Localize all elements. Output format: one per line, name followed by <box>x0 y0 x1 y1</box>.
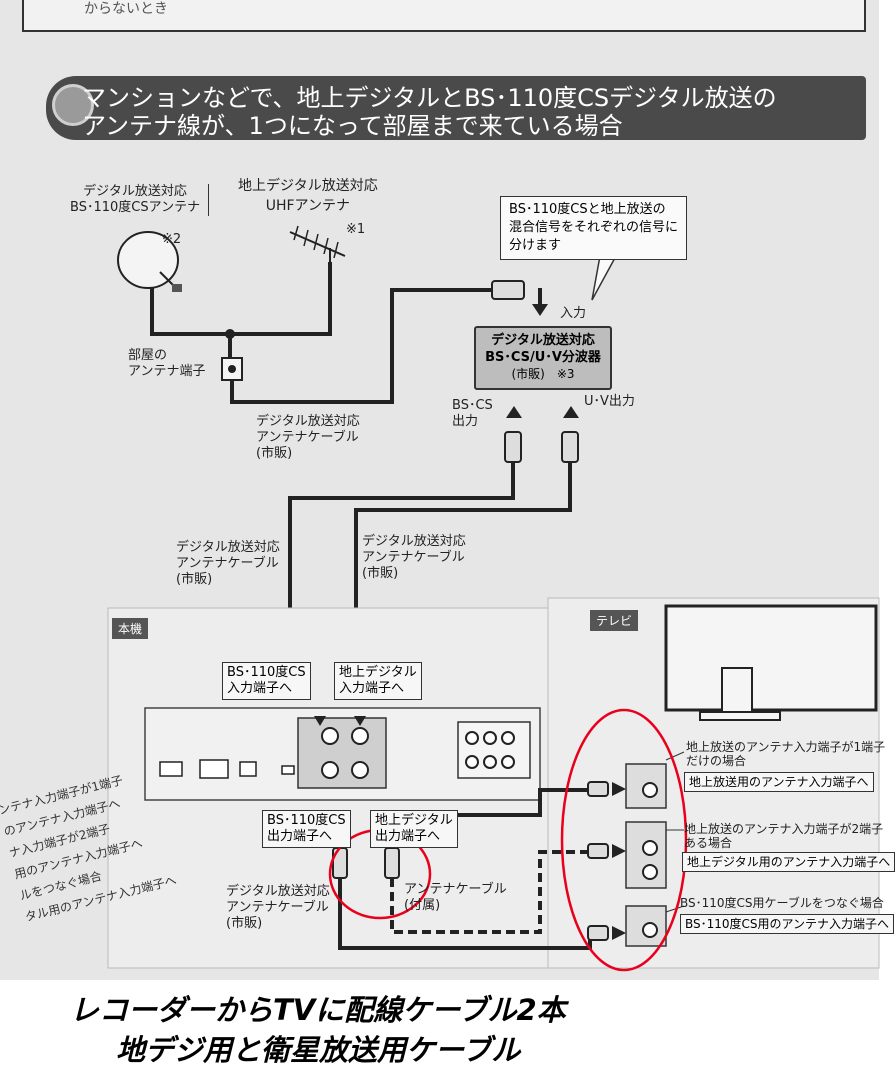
note-2: ※2 <box>162 232 182 247</box>
uhf-antenna-title: 地上デジタル放送対応 UHFアンテナ <box>238 178 378 214</box>
recorder-bs-output-label: BS･110度CS 出力端子へ <box>262 810 351 848</box>
wiring-diagram <box>107 225 880 972</box>
recorder-terr-output-label: 地上デジタル 出力端子へ <box>370 810 458 848</box>
cable-left-label: デジタル放送対応 アンテナケーブル (市販) <box>176 540 280 587</box>
section-header: マンションなどで、地上デジタルとBS･110度CSデジタル放送の アンテナ線が、… <box>46 76 866 140</box>
tv-case2-text: 地上放送のアンテナ入力端子が2端子 ある場合 <box>684 822 884 850</box>
tv-case1-text: 地上放送のアンテナ入力端子が1端子 だけの場合 <box>686 740 886 768</box>
recorder-bs-input-label: BS･110度CS 入力端子へ <box>222 662 311 700</box>
splitter-uv-output-label: U･V出力 <box>584 394 635 409</box>
splitter-device: デジタル放送対応 BS･CS/U･V分波器 (市販) ※3 <box>474 326 612 390</box>
splitter-input-plug-icon <box>491 280 525 300</box>
header-bullet-icon <box>52 84 94 126</box>
tv-illustration <box>664 604 878 721</box>
highlight-tv-inputs <box>560 708 688 972</box>
recorder-tag: 本機 <box>112 618 149 639</box>
splitter-bs-output-label: BS･CS 出力 <box>452 398 493 429</box>
bottom-cable-left-label: デジタル放送対応 アンテナケーブル (市販) <box>226 884 330 931</box>
tv-case1-box: 地上放送用のアンテナ入力端子へ <box>684 772 874 792</box>
uhf-antenna-icon <box>289 225 346 262</box>
splitter-input-label: 入力 <box>560 306 587 321</box>
tv-case2-box: 地上デジタル用のアンテナ入力端子へ <box>682 852 895 872</box>
bottom-cable-right-label: アンテナケーブル (付属) <box>404 882 507 913</box>
annotation-caption: レコーダーからTVに配線ケーブル2本 地デジ用と衛星放送用ケーブル <box>70 990 566 1070</box>
recorder-terr-input-label: 地上デジタル 入力端子へ <box>334 662 422 700</box>
tv-case3-text: BS･110度CS用ケーブルをつなぐ場合 <box>680 896 884 910</box>
previous-section-text: からないとき <box>84 1 168 17</box>
room-terminal-label: 部屋の アンテナ端子 <box>128 348 206 379</box>
manual-page-photo: からないとき マンションなどで、地上デジタルとBS･110度CSデジタル放送の … <box>0 0 895 980</box>
note-1: ※1 <box>346 222 366 237</box>
header-title-line2: アンテナ線が、1つになって部屋まで来ている場合 <box>82 112 623 140</box>
caption-line2: 地デジ用と衛星放送用ケーブル <box>116 1033 521 1067</box>
splitter-callout: BS･110度CSと地上放送の 混合信号をそれぞれの信号に 分けます <box>500 196 688 260</box>
tv-case3-box: BS･110度CS用のアンテナ入力端子へ <box>680 914 895 934</box>
recorder-rear-panel <box>144 707 541 801</box>
tv-tag: テレビ <box>590 610 639 631</box>
cable-top-label: デジタル放送対応 アンテナケーブル (市販) <box>256 414 360 461</box>
previous-section-box: からないとき <box>22 0 866 32</box>
bs-antenna-title: デジタル放送対応 BS･110度CSアンテナ <box>70 184 210 216</box>
bs-output-plug-icon <box>504 431 522 463</box>
header-title-line1: マンションなどで、地上デジタルとBS･110度CSデジタル放送の <box>82 84 777 112</box>
uv-output-plug-icon <box>561 431 579 463</box>
bs-dish-icon <box>117 231 182 292</box>
caption-line1: レコーダーからTVに配線ケーブル2本 <box>70 993 566 1027</box>
cable-right-label: デジタル放送対応 アンテナケーブル (市販) <box>362 534 466 581</box>
